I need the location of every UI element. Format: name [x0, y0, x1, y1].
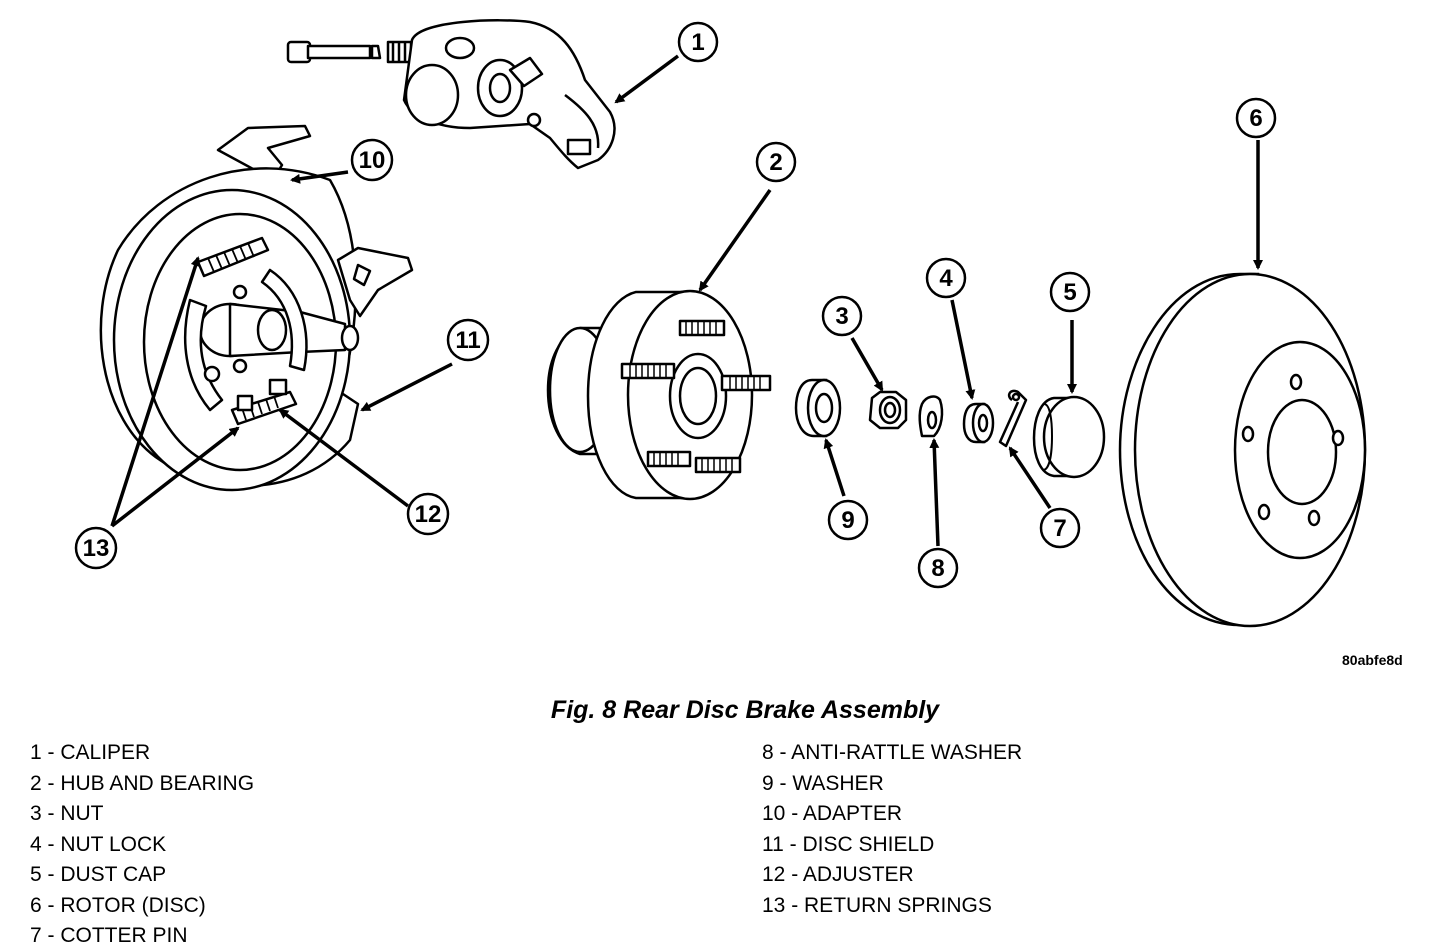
callout-number: 11: [455, 327, 480, 354]
legend-right-column: 8 - ANTI-RATTLE WASHER 9 - WASHER 10 - A…: [762, 738, 1022, 921]
callout-5: 5: [1049, 271, 1091, 313]
callout-2: 2: [755, 141, 797, 183]
drawing-id: 80abfe8d: [1342, 652, 1403, 668]
callout-number: 6: [1249, 105, 1262, 132]
callout-number: 7: [1053, 515, 1066, 542]
legend-item: 6 - ROTOR (DISC): [30, 893, 206, 917]
dust-cap-part: [1032, 395, 1106, 479]
leader-arrows: [110, 54, 1263, 547]
cotter-pin-part: [998, 389, 1028, 448]
callout-4: 4: [925, 257, 967, 299]
legend-item: 10 - ADAPTER: [762, 802, 903, 825]
callout-number: 1: [691, 29, 704, 56]
callout-8: 8: [917, 547, 959, 589]
callout-number: 8: [931, 555, 944, 582]
callout-6: 6: [1235, 97, 1277, 139]
callout-9: 9: [827, 499, 869, 541]
callout-number: 12: [415, 501, 442, 528]
legend-left-column: 1 - CALIPER 2 - HUB AND BEARING 3 - NUT …: [30, 738, 254, 952]
callout-10: 10: [350, 138, 394, 182]
callout-number: 10: [359, 147, 386, 174]
nut-lock-part: [962, 402, 995, 444]
hub-and-bearing-part: [546, 289, 772, 501]
legend-item: 3 - NUT: [30, 802, 104, 825]
callout-1: 1: [677, 21, 719, 63]
figure-caption: Fig. 8 Rear Disc Brake Assembly: [550, 696, 940, 724]
callout-12: 12: [406, 492, 450, 536]
legend-item: 1 - CALIPER: [30, 741, 151, 764]
legend-item: 9 - WASHER: [762, 771, 884, 795]
callout-number: 9: [841, 507, 854, 534]
callout-number: 2: [769, 149, 782, 176]
callout-number: 4: [939, 265, 953, 292]
callout-7: 7: [1039, 507, 1081, 549]
callout-number: 13: [83, 535, 110, 562]
legend-item: 4 - NUT LOCK: [30, 832, 167, 856]
legend-item: 8 - ANTI-RATTLE WASHER: [762, 741, 1023, 764]
legend-item: 2 - HUB AND BEARING: [30, 771, 255, 795]
callout-13: 13: [74, 526, 118, 570]
legend-item: 7 - COTTER PIN: [30, 924, 188, 947]
caliper-part: [286, 19, 616, 170]
exploded-brake-diagram: 1 2 3 4 5 6 7 8 9 10 11 12: [74, 19, 1367, 628]
callout-11: 11: [446, 318, 490, 362]
callout-3: 3: [821, 295, 863, 337]
rotor-disc-part: [1118, 272, 1367, 628]
washer-part: [794, 378, 842, 438]
legend-item: 12 - ADJUSTER: [762, 863, 914, 886]
nut-part: [868, 390, 908, 430]
callout-number: 3: [835, 303, 848, 330]
anti-rattle-washer-part: [918, 395, 944, 438]
legend-item: 11 - DISC SHIELD: [762, 832, 935, 856]
legend-item: 5 - DUST CAP: [30, 863, 167, 886]
callout-number: 5: [1063, 279, 1076, 306]
legend-item: 13 - RETURN SPRINGS: [762, 893, 992, 917]
disc-shield-part: [99, 124, 414, 492]
